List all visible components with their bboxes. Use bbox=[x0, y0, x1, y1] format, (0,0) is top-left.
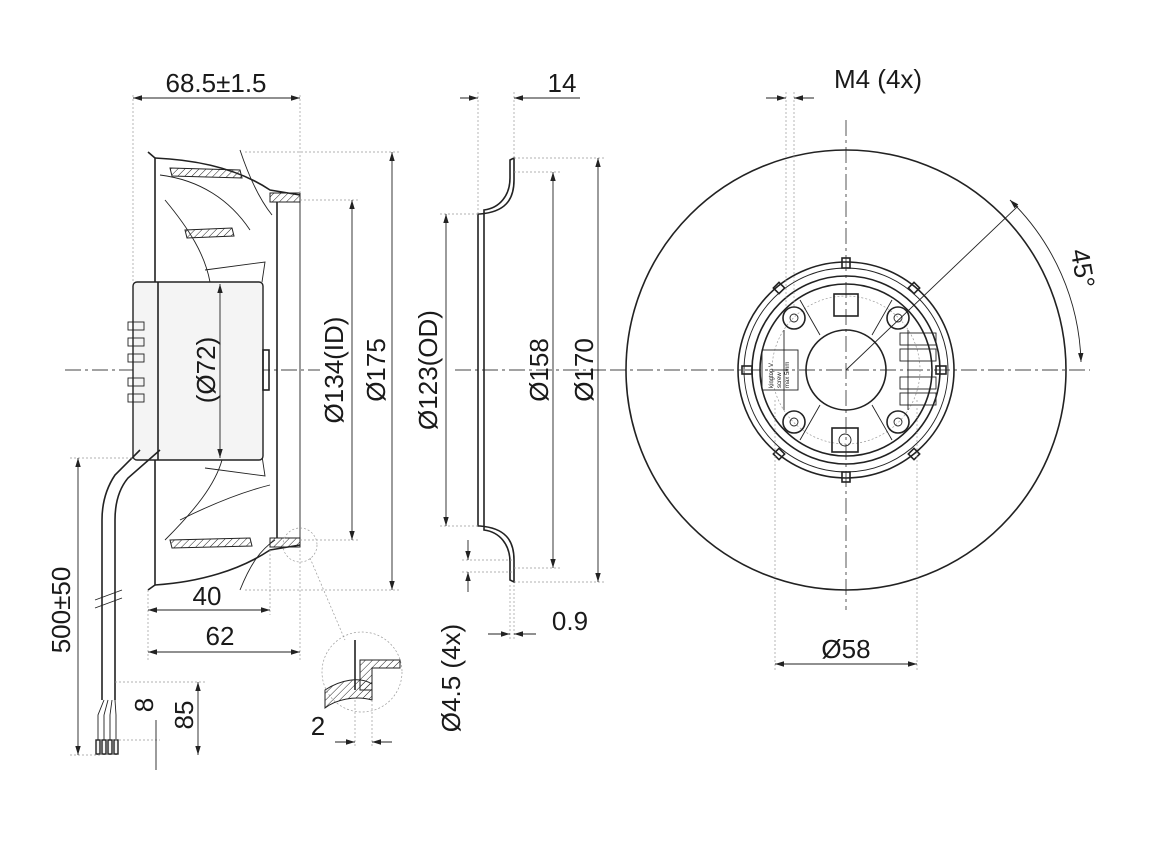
detail-leader bbox=[309, 557, 346, 641]
dim-overall-depth: 62 bbox=[206, 621, 235, 651]
label-line-1: kingtop V bbox=[769, 363, 775, 388]
bottom-connector-pad bbox=[831, 427, 859, 453]
inlet-ring-profile bbox=[477, 156, 515, 584]
dim-strip-85: 85 bbox=[169, 701, 199, 730]
angle-ray-45 bbox=[845, 205, 1019, 371]
cable-break-1 bbox=[94, 589, 123, 601]
motor-fins bbox=[127, 321, 145, 403]
front-view: kingtop V screw max 5mm 45° M4 (4x) Ø58 bbox=[610, 64, 1101, 672]
hub-center-boss bbox=[805, 329, 887, 411]
blade-upper-4 bbox=[239, 149, 273, 216]
hub-flange-outer bbox=[737, 261, 955, 479]
dim-ring-158: Ø158 bbox=[524, 338, 554, 402]
cable-wires bbox=[95, 699, 119, 755]
dim-ring-thickness: 0.9 bbox=[552, 606, 588, 636]
dim-blade-depth: 40 bbox=[193, 581, 222, 611]
hub-cooling-fins bbox=[899, 332, 937, 406]
impeller-outer-circle bbox=[625, 149, 1067, 591]
blade-upper-3 bbox=[184, 227, 235, 239]
cable-break-2 bbox=[94, 597, 123, 609]
ring-view: 14 Ø123(OD) Ø158 Ø170 Ø4.5 (4x) 0.9 bbox=[413, 68, 610, 732]
side-view: (Ø72) 68.5±1.5 Ø134(ID) Ø175 bbox=[46, 68, 403, 770]
blade-lower-4 bbox=[204, 455, 266, 477]
dim-motor-dia: (Ø72) bbox=[191, 337, 221, 403]
flange-tabs bbox=[741, 257, 947, 483]
dim-ring-hole: Ø4.5 (4x) bbox=[436, 624, 466, 732]
blade-upper-2 bbox=[169, 167, 243, 179]
hub-inner bbox=[759, 283, 933, 457]
dim-thread: M4 (4x) bbox=[834, 64, 922, 94]
blade-upper-1 bbox=[159, 174, 251, 231]
dim-ring-od: Ø123(OD) bbox=[413, 310, 443, 430]
blade-lower-5 bbox=[179, 484, 271, 521]
hub-webs bbox=[783, 299, 909, 441]
label-line-2: screw bbox=[777, 372, 783, 388]
inlet-ring-top bbox=[269, 192, 301, 203]
blade-lower-3 bbox=[239, 539, 276, 591]
impeller-lower-shroud bbox=[154, 544, 301, 586]
motor-hub-nose bbox=[262, 349, 270, 391]
label-plate bbox=[761, 349, 799, 391]
top-connector-pad bbox=[833, 293, 859, 317]
dim-ring-170: Ø170 bbox=[569, 338, 599, 402]
detail-marker bbox=[282, 527, 318, 563]
mount-holes bbox=[782, 306, 910, 434]
detail-view bbox=[321, 631, 403, 713]
dim-strip-8: 8 bbox=[129, 698, 159, 712]
dim-detail-gap: 2 bbox=[311, 711, 325, 741]
dim-hub-dia: Ø58 bbox=[821, 634, 870, 664]
dim-cable-length: 500±50 bbox=[46, 567, 76, 654]
blade-lower-1 bbox=[169, 537, 253, 549]
bottom-pad-hole bbox=[838, 433, 852, 447]
blade-lower-2 bbox=[164, 459, 223, 541]
dim-angle: 45° bbox=[1065, 246, 1101, 290]
dim-depth: 68.5±1.5 bbox=[165, 68, 266, 98]
label-line-3: max 5mm bbox=[785, 362, 791, 388]
dim-outer-dia: Ø175 bbox=[361, 338, 391, 402]
bolt-circle bbox=[771, 295, 921, 445]
angle-arc bbox=[1009, 199, 1084, 363]
blade-upper-5 bbox=[164, 199, 211, 283]
impeller-upper-shroud bbox=[154, 157, 301, 196]
cable-right-edge bbox=[114, 449, 161, 700]
inlet-ring-bottom bbox=[269, 537, 301, 548]
dim-ring-width: 14 bbox=[548, 68, 577, 98]
dim-inner-dia: Ø134(ID) bbox=[319, 317, 349, 424]
blade-upper-6 bbox=[204, 261, 266, 283]
cable-left-edge bbox=[101, 449, 141, 700]
